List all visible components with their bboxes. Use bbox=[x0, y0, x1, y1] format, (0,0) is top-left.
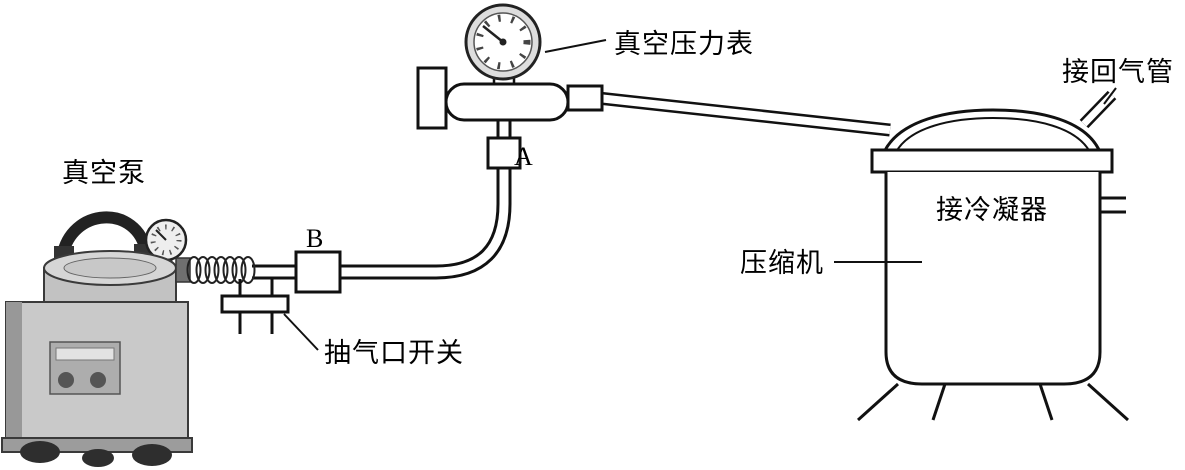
leader-lines bbox=[283, 39, 1117, 351]
vacuum-pressure-gauge-icon bbox=[464, 3, 542, 81]
compressor-dome bbox=[881, 108, 1103, 154]
gauge-needle bbox=[482, 25, 504, 43]
coiled-hose bbox=[186, 256, 256, 284]
compressor-body bbox=[884, 172, 1102, 386]
pipe-inner bbox=[597, 94, 891, 134]
pump-outlet-fitting bbox=[175, 257, 191, 283]
compressor-flange bbox=[870, 148, 1114, 174]
label-valve-a: A bbox=[514, 142, 533, 171]
pipe-manifold-to-compressor bbox=[597, 91, 891, 137]
pipe-pump-to-manifold bbox=[252, 118, 512, 280]
manifold-right-connector bbox=[566, 84, 604, 112]
pump-knob-right bbox=[90, 372, 106, 388]
label-compressor: 压缩机 bbox=[740, 248, 824, 278]
pump-foot-left bbox=[20, 441, 60, 463]
manifold-assembly bbox=[416, 3, 604, 130]
pump-handle bbox=[56, 211, 152, 264]
compressor-dome-inner bbox=[895, 116, 1091, 153]
leader-switch-label bbox=[283, 313, 319, 351]
label-return-gas-pipe: 接回气管 bbox=[1062, 57, 1174, 87]
pipe-outline bbox=[252, 118, 512, 280]
pump-foot-middle bbox=[82, 449, 114, 467]
pump-body-shadow bbox=[6, 302, 22, 444]
suction-port-switch bbox=[220, 279, 290, 334]
label-vacuum-pump: 真空泵 bbox=[62, 158, 146, 188]
leader-gauge-label bbox=[544, 39, 607, 53]
compressor-legs bbox=[856, 382, 1130, 422]
leader-return-pipe-label bbox=[1103, 87, 1117, 105]
gauge-hub bbox=[499, 38, 507, 46]
vacuum-pump bbox=[1, 211, 256, 467]
manifold-left-stem bbox=[416, 66, 448, 130]
label-valve-b: B bbox=[306, 224, 323, 253]
pump-gauge-ticks bbox=[150, 224, 182, 256]
label-condenser: 接冷凝器 bbox=[936, 195, 1048, 225]
pump-name-plate bbox=[55, 347, 115, 361]
pump-foot-right bbox=[132, 444, 172, 466]
label-suction-port-switch: 抽气口开关 bbox=[324, 338, 464, 368]
pump-gauge-needle bbox=[155, 229, 167, 241]
pipe-inner bbox=[252, 118, 509, 277]
manifold-body bbox=[444, 82, 570, 122]
compressor-side-stub bbox=[1100, 196, 1126, 214]
pump-lid-inner bbox=[63, 257, 157, 279]
compressor-unit bbox=[856, 90, 1130, 422]
switch-crossbar bbox=[220, 294, 290, 314]
gauge-ticks bbox=[475, 14, 531, 70]
pump-knob-left bbox=[58, 372, 74, 388]
label-vacuum-pressure-gauge: 真空压力表 bbox=[614, 29, 754, 59]
